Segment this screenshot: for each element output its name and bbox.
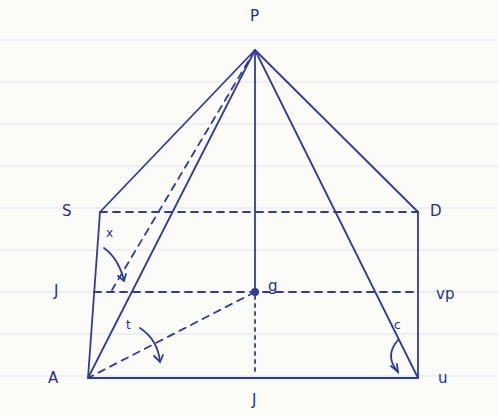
- center-dot: [251, 288, 259, 296]
- paper-lines: [0, 40, 498, 376]
- point-label: J: [250, 392, 258, 409]
- point-label: vp: [434, 286, 456, 303]
- point-label: D: [428, 203, 444, 220]
- point-label: P: [248, 8, 261, 25]
- point-label: A: [46, 370, 60, 387]
- point-label: u: [436, 370, 450, 387]
- point-label: g: [266, 278, 280, 295]
- angle-label: x: [104, 226, 115, 240]
- pyramid-lines: [88, 50, 418, 378]
- point-label: S: [60, 203, 74, 220]
- angle-label: t: [124, 318, 133, 332]
- point-label: J: [52, 283, 60, 300]
- angle-label: c: [392, 318, 403, 332]
